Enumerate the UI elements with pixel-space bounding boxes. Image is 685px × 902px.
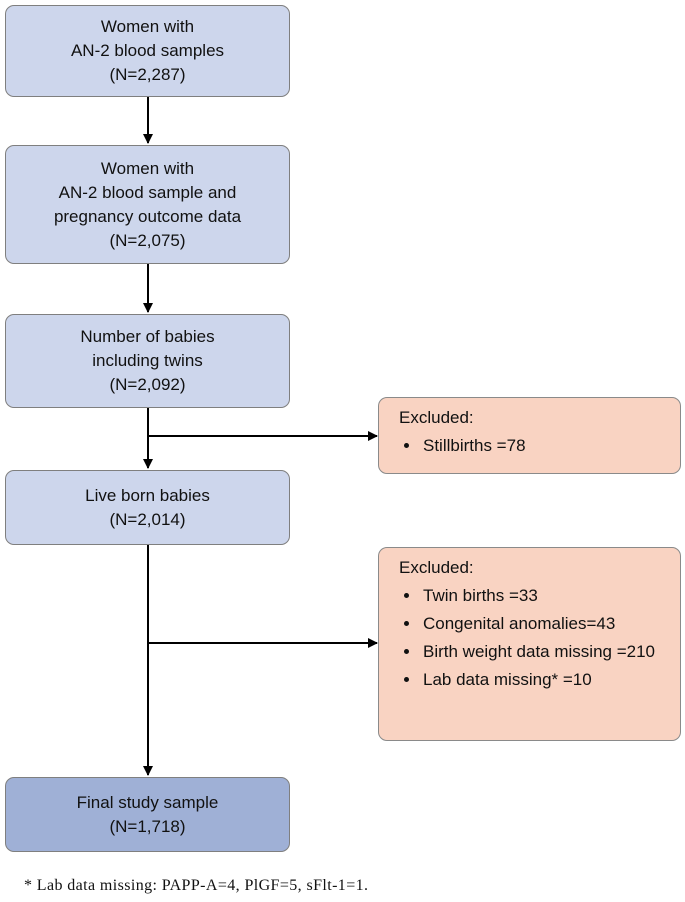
box-line: AN-2 blood sample and [58,182,237,202]
box-line: Number of babies [80,327,215,346]
box-line: AN-2 blood samples [70,41,225,60]
box-line: (N=1,718) [109,816,186,836]
box-number-of-babies: Number of babies including twins (N=2,09… [5,314,290,408]
box-women-outcome-data: Women with AN-2 blood sample and pregnan… [5,145,290,264]
box-line: including twins [92,351,203,370]
box-line: Women with [100,17,195,36]
box-line: (N=2,075) [109,230,186,250]
box-line: Live born babies [85,485,210,505]
exclusion-list: Stillbirths =78 [399,434,666,458]
box-line: (N=2,014) [109,509,186,529]
footnote: * Lab data missing: PAPP-A=4, PlGF=5, sF… [24,877,369,894]
exclusion-box-other: Excluded: Twin births =33 Congenital ano… [378,547,681,741]
exclusion-box-stillbirths: Excluded: Stillbirths =78 [378,397,681,474]
box-final-study-sample: Final study sample (N=1,718) [5,777,290,852]
box-line: Final study sample [76,792,219,812]
exclusion-list: Twin births =33 Congenital anomalies=43 … [399,584,666,692]
box-line: (N=2,287) [109,65,186,84]
exclusion-item: Twin births =33 [421,584,666,608]
exclusion-item: Stillbirths =78 [421,434,666,458]
exclusion-title: Excluded: [399,408,474,427]
box-line: (N=2,092) [109,375,186,394]
box-women-blood-samples: Women with AN-2 blood samples (N=2,287) [5,5,290,97]
box-line: pregnancy outcome data [53,206,242,226]
box-line: Women with [100,158,195,178]
exclusion-item: Lab data missing* =10 [421,668,666,692]
exclusion-title: Excluded: [399,558,474,577]
exclusion-item: Congenital anomalies=43 [421,612,666,636]
box-live-born-babies: Live born babies (N=2,014) [5,470,290,545]
exclusion-item: Birth weight data missing =210 [421,640,666,664]
